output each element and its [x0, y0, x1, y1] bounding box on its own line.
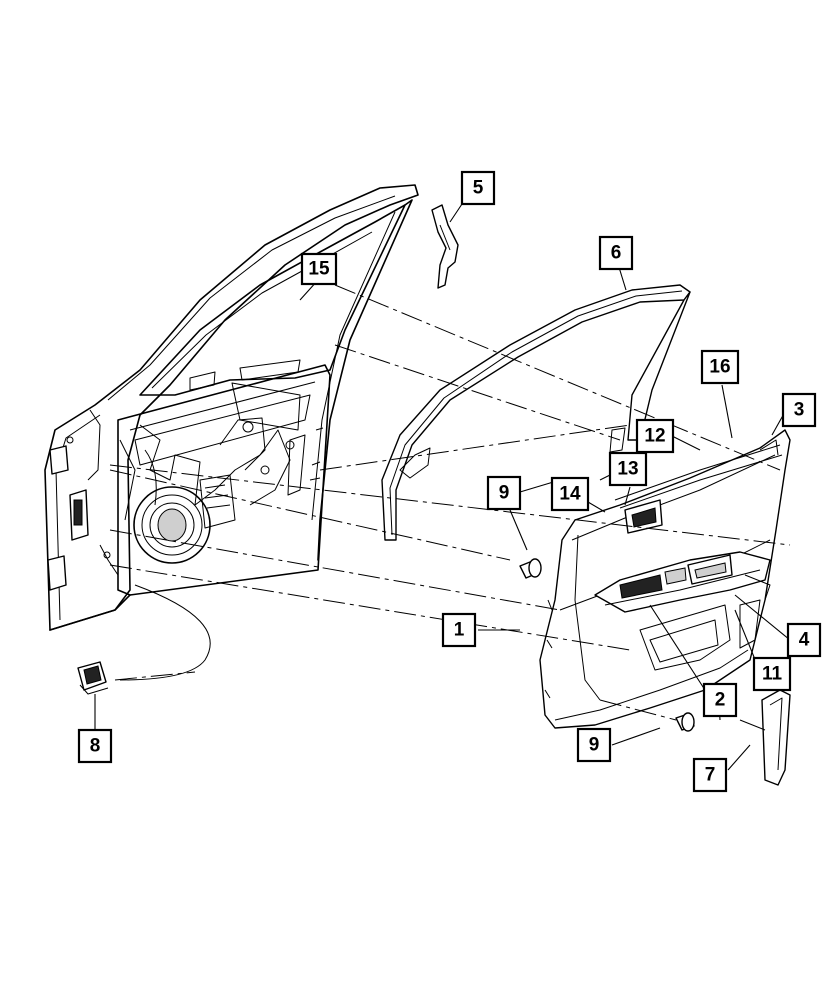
callout-15: 15 — [300, 252, 338, 286]
callout-label: 3 — [794, 400, 805, 421]
callout-9-lower: 9 — [576, 727, 612, 763]
part-5-bracket — [431, 204, 459, 289]
callout-label: 8 — [90, 736, 101, 757]
callout-label: 5 — [473, 178, 484, 199]
callout-16: 16 — [700, 349, 740, 385]
callout-2: 2 — [702, 682, 738, 718]
callout-label: 12 — [644, 426, 665, 447]
callout-label: 2 — [715, 690, 726, 711]
callout-9-upper: 9 — [486, 475, 522, 511]
part-9-push-pin-upper — [519, 558, 542, 579]
callout-8: 8 — [77, 728, 113, 764]
callout-6: 6 — [598, 235, 634, 271]
callout-label: 15 — [308, 259, 330, 280]
callout-3: 3 — [781, 392, 817, 428]
callout-label: 11 — [762, 664, 783, 685]
part-1-door-trim-panel — [539, 429, 791, 729]
callout-1: 1 — [441, 612, 477, 648]
leader-lines — [94, 203, 791, 771]
callout-13: 13 — [608, 451, 648, 487]
callout-label: 7 — [705, 765, 716, 786]
callout-11: 11 — [752, 656, 792, 692]
callout-label: 14 — [559, 484, 581, 505]
alignment-lines — [109, 284, 791, 721]
callout-label: 9 — [499, 483, 510, 504]
callout-14: 14 — [550, 476, 590, 512]
callout-12: 12 — [635, 418, 675, 454]
callout-label: 13 — [617, 459, 638, 480]
door-shell — [44, 184, 419, 681]
part-9-push-pin-lower — [675, 712, 695, 732]
callout-label: 1 — [454, 620, 465, 641]
callout-label: 6 — [611, 243, 622, 264]
part-8-switch — [77, 661, 109, 695]
callout-5: 5 — [460, 170, 496, 206]
callout-label: 16 — [709, 357, 730, 378]
callout-7: 7 — [692, 757, 728, 793]
callout-4: 4 — [786, 622, 822, 658]
part-7-applique — [761, 689, 791, 786]
callout-label: 9 — [589, 735, 600, 756]
callout-label: 4 — [799, 630, 810, 651]
